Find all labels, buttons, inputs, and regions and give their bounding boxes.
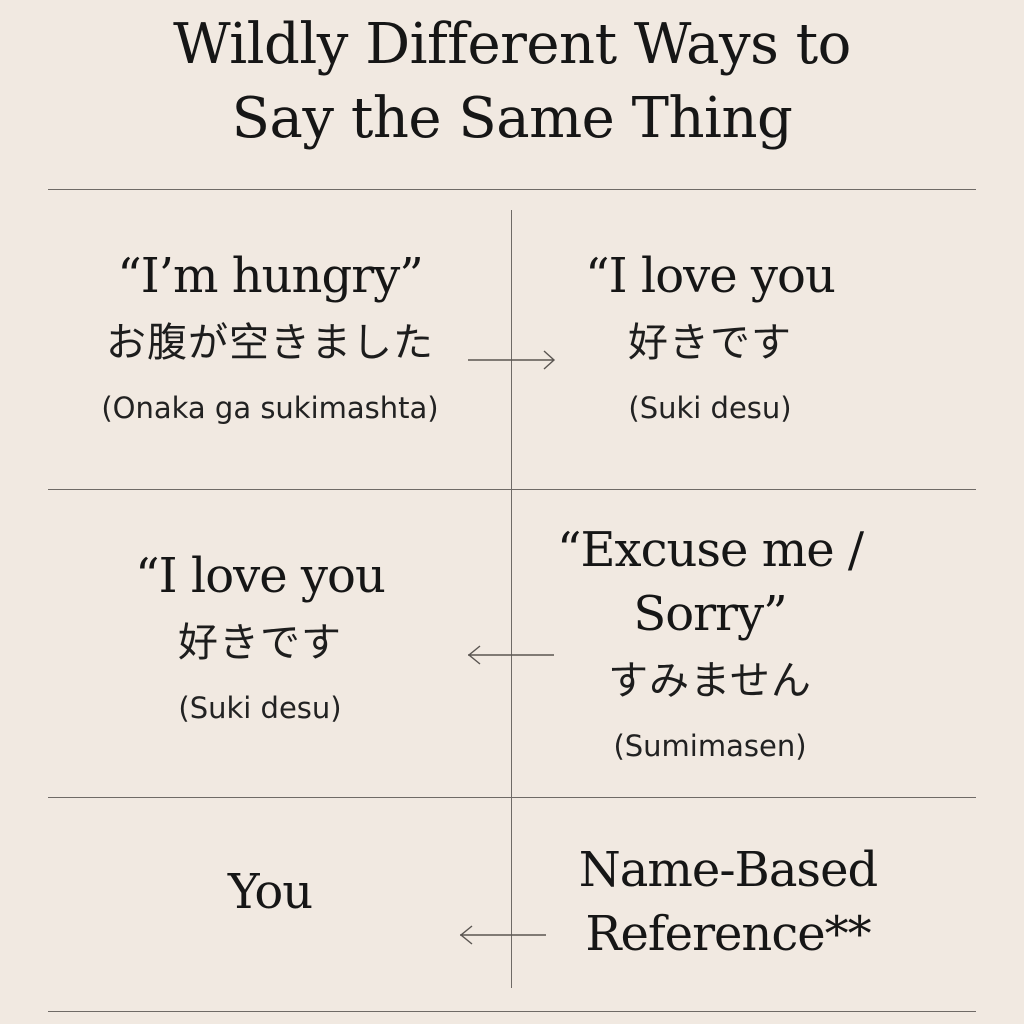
phrase-cell-hungry: “I’m hungry” お腹が空きました (Onaka ga sukimash… <box>40 244 500 438</box>
divider-top <box>48 189 976 190</box>
english-phrase: “I love you <box>585 248 836 304</box>
title-line-2: Say the Same Thing <box>231 86 793 151</box>
title-line-1: Wildly Different Ways to <box>173 12 851 77</box>
english-phrase-line-2: Sorry” <box>633 586 787 642</box>
divider-row-2 <box>48 797 976 798</box>
english-phrase-line-2: Reference** <box>585 906 871 962</box>
japanese-phrase: お腹が空きました <box>106 320 434 366</box>
phrase-cell-you: You <box>40 860 500 924</box>
divider-bottom <box>48 1011 976 1012</box>
english-phrase: You <box>227 864 313 920</box>
japanese-phrase: 好きです <box>628 320 792 366</box>
divider-center <box>511 210 512 988</box>
japanese-phrase: 好きです <box>178 620 342 666</box>
phrase-cell-love-you-right: “I love you 好きです (Suki desu) <box>490 244 930 438</box>
japanese-phrase: すみません <box>608 658 812 704</box>
arrow-right-icon <box>468 348 558 372</box>
english-phrase-line-1: “Excuse me / <box>556 522 864 578</box>
page-title: Wildly Different Ways to Say the Same Th… <box>0 8 1024 156</box>
arrow-left-icon <box>466 643 556 667</box>
english-phrase: “I love you <box>135 548 386 604</box>
phrase-cell-love-you-left: “I love you 好きです (Suki desu) <box>40 544 480 738</box>
phrase-cell-name-based: Name-Based Reference** <box>498 838 958 966</box>
english-phrase-line-1: Name-Based <box>578 842 878 898</box>
phrase-cell-excuse-me: “Excuse me / Sorry” すみません (Sumimasen) <box>490 518 930 776</box>
romaji-phrase: (Sumimasen) <box>613 729 807 763</box>
romaji-phrase: (Suki desu) <box>178 691 342 725</box>
divider-row-1 <box>48 489 976 490</box>
romaji-phrase: (Suki desu) <box>628 391 792 425</box>
arrow-left-icon <box>458 923 548 947</box>
romaji-phrase: (Onaka ga sukimashta) <box>101 391 439 425</box>
english-phrase: “I’m hungry” <box>117 248 424 304</box>
